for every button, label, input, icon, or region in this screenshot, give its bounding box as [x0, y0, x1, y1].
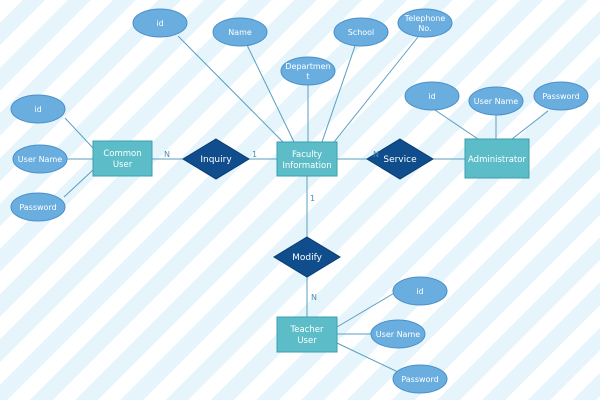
entity-faculty-information[interactable]: Faculty Information	[276, 141, 338, 177]
attribute-label: Password	[542, 92, 579, 101]
attribute-common-user-password[interactable]: Password	[10, 192, 66, 222]
attribute-label: No.	[418, 24, 431, 33]
edge-faculty-name	[246, 44, 295, 143]
connectors	[63, 35, 549, 373]
entity-label: Administrator	[468, 155, 526, 165]
attribute-teacher-password[interactable]: Password	[392, 364, 448, 394]
edge-common-password	[63, 169, 94, 198]
entity-common-user[interactable]: Common User	[92, 140, 153, 177]
attribute-teacher-id[interactable]: id	[392, 276, 448, 306]
entity-label: User	[297, 336, 317, 346]
attribute-faculty-school[interactable]: School	[333, 17, 389, 47]
attribute-label: School	[348, 28, 375, 37]
edge-common-id	[64, 117, 94, 149]
relationship-label: Service	[383, 155, 417, 165]
attribute-label: Telephone	[404, 14, 446, 23]
attribute-label: t	[306, 72, 309, 81]
edge-teacher-id	[336, 291, 397, 328]
attribute-label: id	[428, 92, 435, 101]
attribute-faculty-name[interactable]: Name	[212, 17, 268, 47]
attribute-label: User Name	[18, 155, 62, 164]
cardinality-service-faculty: N	[373, 150, 379, 159]
attribute-teacher-username[interactable]: User Name	[370, 319, 426, 349]
edge-admin-id	[431, 107, 479, 140]
edge-faculty-id	[177, 35, 284, 143]
attribute-label: Name	[228, 28, 252, 37]
relationship-service[interactable]: Service	[366, 138, 434, 180]
attribute-faculty-telephone[interactable]: Telephone No.	[397, 8, 453, 38]
edge-admin-password	[511, 110, 549, 140]
attribute-label: Password	[19, 203, 56, 212]
relationship-label: Inquiry	[200, 155, 232, 165]
entity-administrator[interactable]: Administrator	[464, 138, 530, 179]
attribute-label: User Name	[474, 97, 518, 106]
attribute-faculty-id[interactable]: id	[132, 8, 188, 38]
attribute-label: id	[34, 105, 41, 114]
entity-label: Information	[282, 161, 331, 171]
cardinality-inquiry-faculty: 1	[252, 150, 257, 159]
attribute-administrator-password[interactable]: Password	[533, 81, 589, 111]
attribute-label: id	[156, 19, 163, 28]
cardinality-modify-teacher: N	[311, 293, 317, 302]
attribute-administrator-id[interactable]: id	[404, 81, 460, 111]
attribute-faculty-department[interactable]: Departmen t	[280, 56, 336, 86]
entity-teacher-user[interactable]: Teacher User	[276, 316, 338, 353]
attribute-label: Departmen	[285, 62, 330, 71]
entity-label: Teacher	[290, 325, 324, 335]
edge-teacher-password	[336, 342, 399, 373]
entity-label: Faculty	[292, 150, 322, 160]
relationship-modify[interactable]: Modify	[273, 236, 341, 278]
relationship-inquiry[interactable]: Inquiry	[182, 138, 250, 180]
edge-faculty-school	[321, 45, 356, 143]
edge-faculty-telephone	[333, 36, 419, 143]
attribute-label: User Name	[376, 330, 420, 339]
cardinality-inquiry-common: N	[164, 150, 170, 159]
entity-label: User	[113, 160, 133, 170]
relationship-label: Modify	[292, 253, 322, 263]
attribute-common-user-id[interactable]: id	[10, 94, 66, 124]
attribute-common-user-username[interactable]: User Name	[12, 144, 68, 174]
entity-label: Common	[103, 149, 141, 159]
cardinality-modify-faculty: 1	[310, 194, 315, 203]
attribute-administrator-username[interactable]: User Name	[468, 86, 524, 116]
attribute-label: id	[416, 287, 423, 296]
attribute-label: Password	[401, 375, 438, 384]
